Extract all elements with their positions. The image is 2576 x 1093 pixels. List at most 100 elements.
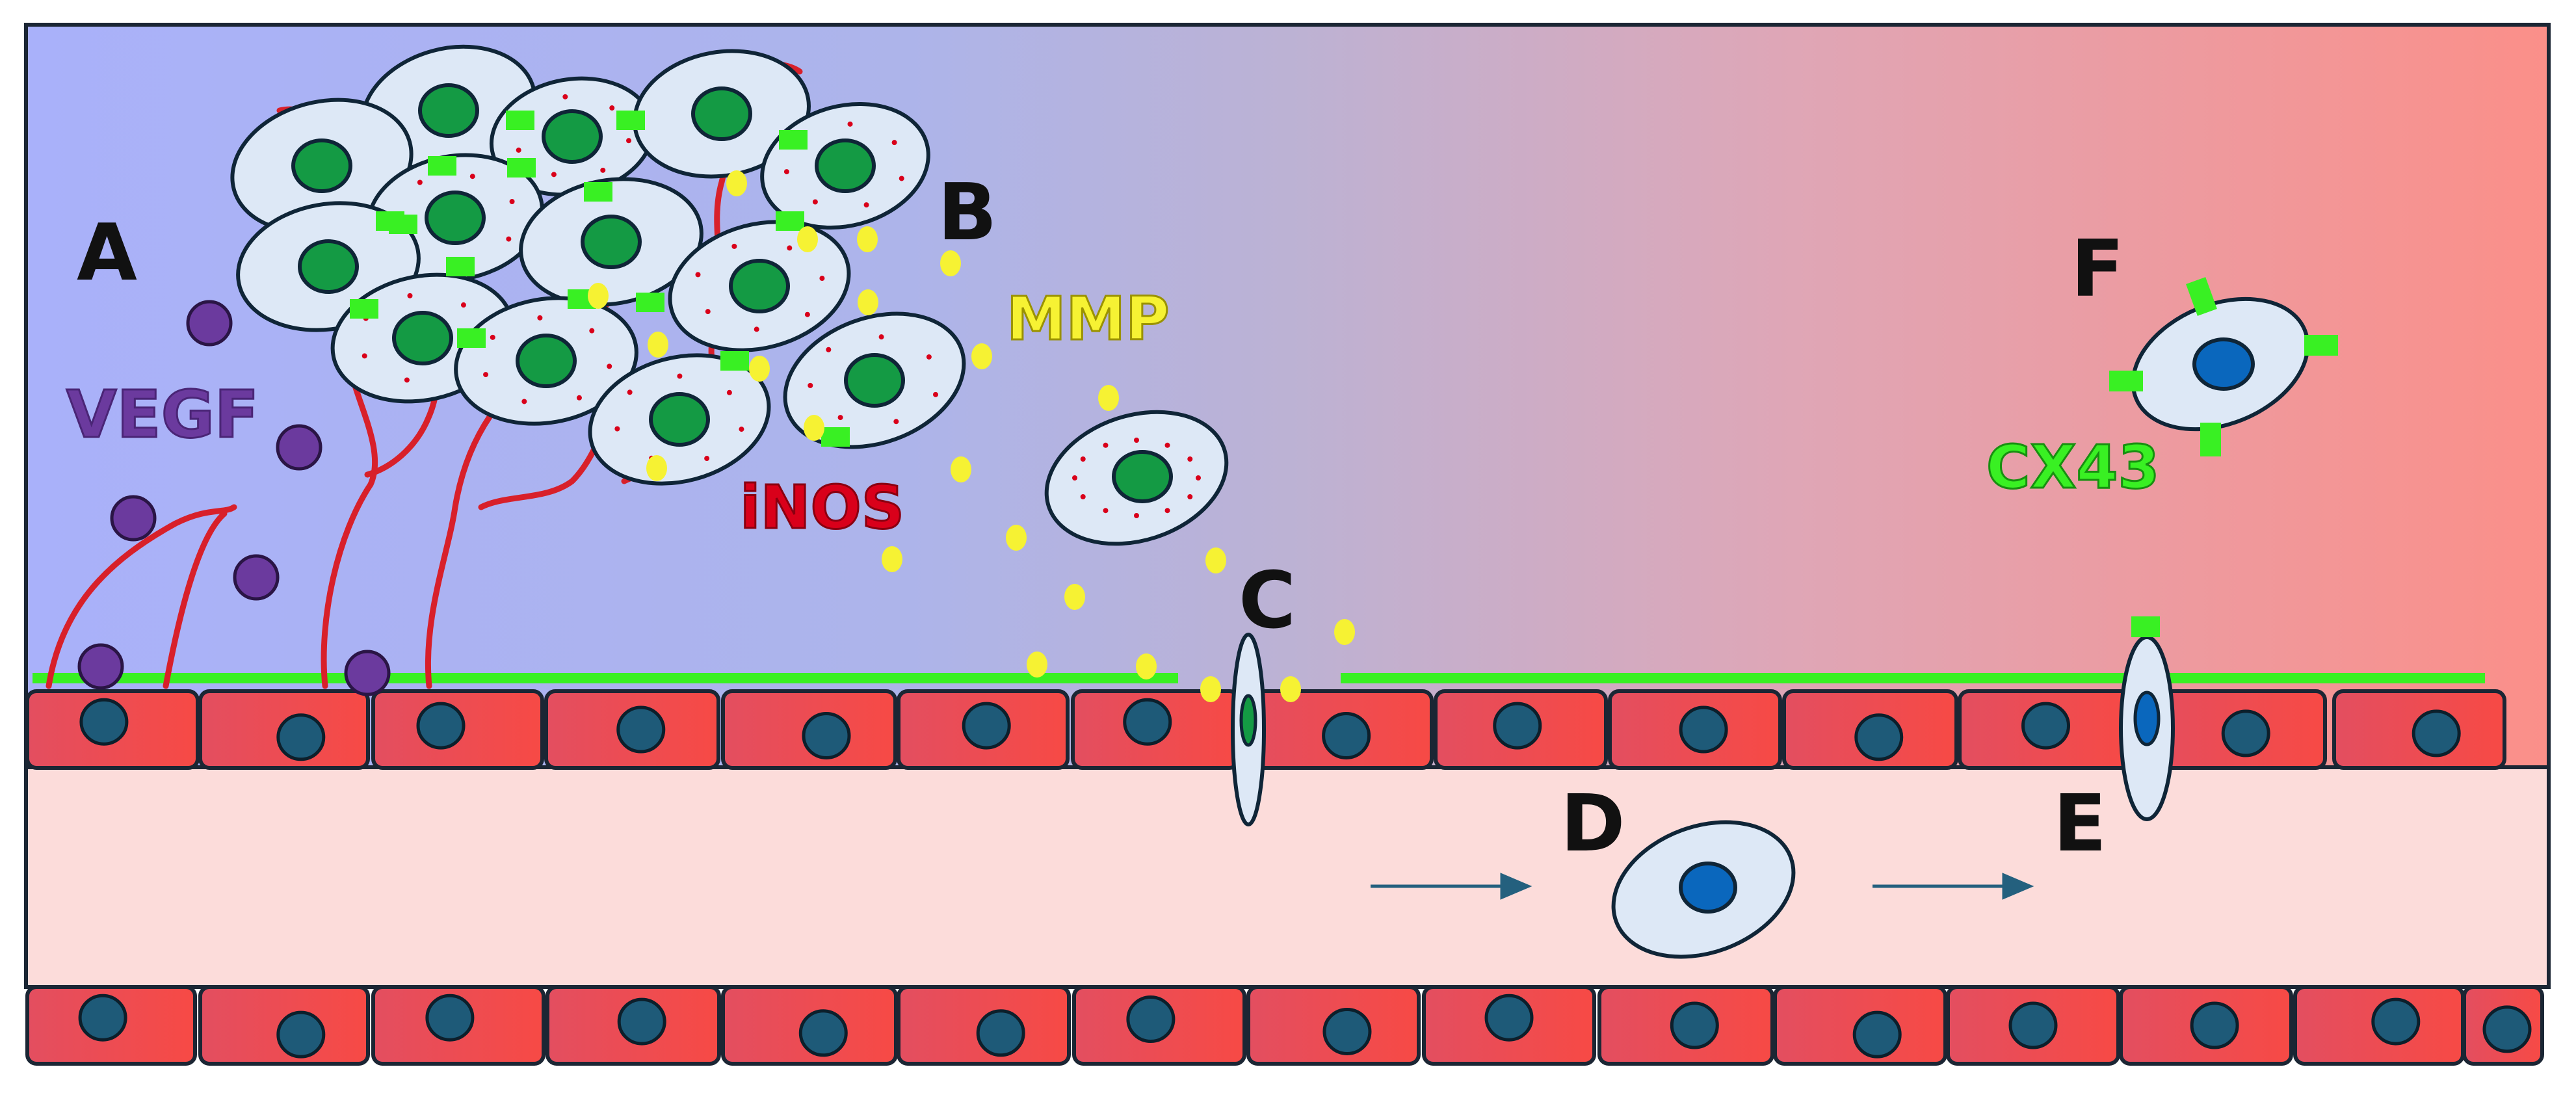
endothelial-cell [2293, 985, 2465, 1066]
vegf-molecule-icon [110, 495, 157, 542]
inos-dot [1072, 475, 1077, 481]
inos-dot [705, 309, 711, 315]
tumor-nucleus [516, 334, 577, 388]
right-arrow-icon [1873, 873, 2034, 900]
mmp-dot-icon [1205, 547, 1226, 573]
endothelial-cell [25, 689, 200, 770]
label-mmp: MMP [1006, 284, 1170, 354]
inos-dot [1080, 456, 1086, 462]
endothelial-nucleus [1126, 995, 1176, 1044]
endothelial-nucleus [1670, 1001, 1719, 1049]
tumor-cell [783, 311, 966, 449]
endothelial-nucleus [276, 713, 326, 761]
circulating-tumor-cell-d [1611, 820, 1796, 959]
endothelial-nucleus [802, 711, 851, 759]
label-c: C [1239, 556, 1296, 646]
tumor-nucleus [425, 191, 486, 245]
label-inos: iNOS [740, 473, 904, 542]
tumor-cell [454, 296, 638, 426]
inos-dot [1164, 442, 1170, 448]
endothelial-nucleus [616, 705, 666, 754]
vessel-branch [46, 504, 237, 689]
label-cx43: CX43 [1986, 432, 2159, 502]
mmp-dot-icon [646, 455, 667, 481]
inos-dot [627, 389, 633, 395]
endothelial-nucleus [2371, 997, 2421, 1046]
mmp-dot-icon [1006, 525, 1027, 551]
tumor-nucleus [418, 83, 479, 138]
inos-dot [695, 272, 701, 278]
cx43-connexon-icon [506, 111, 534, 130]
cx43-connexon-icon [350, 299, 378, 319]
inos-dot [726, 389, 732, 395]
inos-dot [576, 395, 582, 401]
endothelial-cell-row-bottom [25, 985, 2544, 1066]
inos-dot [1196, 475, 1201, 481]
endothelial-nucleus [1322, 711, 1371, 759]
disseminated-tumor-cell-f [2109, 277, 2338, 456]
endothelial-nucleus [78, 994, 127, 1042]
endothelial-nucleus [1854, 713, 1904, 761]
endothelial-cell [198, 985, 370, 1066]
cx43-connexon-icon [446, 257, 475, 276]
inos-dot [607, 363, 612, 369]
endothelial-nucleus [2021, 702, 2070, 750]
cx43-connexon-icon [821, 427, 850, 447]
inos-dot [932, 391, 938, 397]
endothelial-cell [1946, 985, 2120, 1066]
cx43-connexon-icon [584, 182, 612, 202]
inos-dot [589, 328, 595, 334]
mmp-dot-icon [971, 343, 992, 369]
cx43-connexon-icon [2304, 335, 2338, 356]
endothelial-nucleus [1322, 1007, 1372, 1055]
mmp-dot-icon [951, 456, 971, 482]
endothelial-nucleus [2412, 709, 2461, 757]
inos-dot [1187, 456, 1193, 462]
inos-dot [361, 353, 367, 359]
mmp-dot-icon [858, 289, 878, 315]
endothelial-cell [721, 985, 898, 1066]
mmp-dot-icon [1280, 676, 1301, 702]
inos-dot [562, 94, 568, 99]
endothelial-cell [1240, 689, 1434, 770]
tumor-nucleus [581, 215, 642, 269]
tumor-nucleus [298, 239, 359, 294]
endothelial-nucleus [79, 698, 129, 746]
inos-dot [812, 199, 818, 205]
inos-dot [460, 302, 466, 308]
endothelial-nucleus [1493, 702, 1542, 750]
mmp-dot-icon [1064, 584, 1085, 610]
endothelial-nucleus [2482, 1005, 2532, 1053]
inos-dot [808, 382, 813, 388]
endothelial-cell [371, 985, 545, 1066]
inos-dot [469, 174, 475, 179]
cx43-connexon-icon [779, 130, 808, 150]
tumor-cell [588, 353, 771, 486]
inos-dot [614, 426, 620, 432]
endothelial-nucleus [976, 1009, 1025, 1057]
endothelial-cell [198, 689, 370, 770]
inos-dot [537, 315, 543, 321]
endothelial-nucleus [1123, 698, 1172, 746]
endothelial-cell [1958, 689, 2134, 770]
endothelial-cell [2332, 689, 2506, 770]
inos-dot [826, 347, 832, 352]
inos-dot [899, 176, 904, 181]
label-a: A [77, 208, 137, 298]
tumor-cell [668, 220, 851, 352]
inos-dot [787, 245, 793, 251]
endothelial-cell [25, 985, 197, 1066]
tumor-nucleus [392, 311, 453, 365]
vegf-molecule-icon [276, 424, 322, 471]
endothelial-cell [545, 985, 721, 1066]
endothelial-cell [1071, 689, 1241, 770]
tumor-cell-cluster [230, 44, 966, 486]
mmp-molecules [588, 170, 1355, 702]
endothelial-cell [2462, 985, 2544, 1066]
vegf-molecule-icon [77, 643, 124, 690]
endothelial-nucleus [2221, 709, 2270, 757]
extravasating-cell-e [2119, 616, 2175, 821]
endothelial-nucleus [617, 997, 666, 1046]
endothelial-cell [897, 689, 1070, 770]
